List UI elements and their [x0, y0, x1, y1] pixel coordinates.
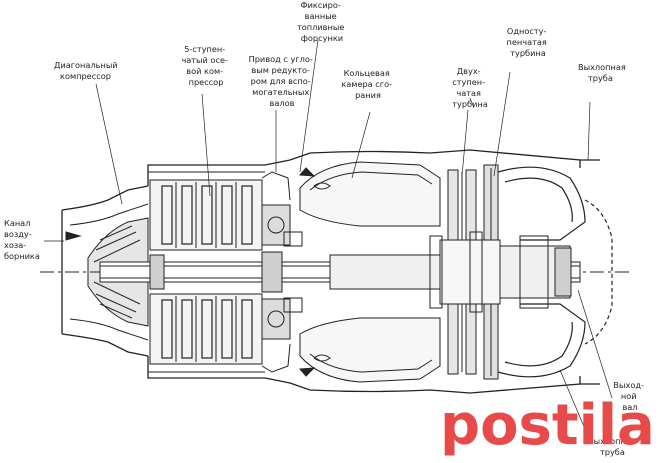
label-output-shaft: Выход- ной вал — [613, 380, 646, 412]
leader-lines — [44, 39, 613, 437]
label-fuel-nozzles: Фиксиро- ванные топливные форсунки — [297, 0, 347, 43]
watermark-text: postila.ru — [440, 393, 660, 458]
outer-casing-lower — [147, 356, 581, 394]
intake-inner-lower — [69, 318, 149, 341]
label-angular-gearbox: Привод с угло- вым редукто- ром для вспо… — [249, 54, 316, 108]
label-exhaust-pipe-bottom: Выхлопная труба — [588, 436, 638, 457]
intake-inner-upper — [69, 203, 149, 226]
intake-bellmouth-upper — [61, 185, 149, 211]
labels: Канал возду- хоза- борника Диагональный … — [4, 0, 646, 457]
single-stage-turbine — [483, 164, 499, 380]
two-stage-turbine — [447, 169, 477, 375]
angular-gearbox — [261, 171, 303, 373]
intake-bellmouth-lower — [61, 333, 149, 357]
label-exhaust-pipe-top: Выхлопная труба — [578, 62, 628, 83]
label-annular-combustor: Кольцевая камера сго- рания — [341, 68, 394, 100]
exhaust-duct — [497, 159, 613, 385]
label-single-stage-turbine: Односту- пенчатая турбина — [507, 26, 550, 58]
bearing-details — [149, 247, 572, 297]
label-axial-compressor: 5-ступен- чатый осе- вой ком- прессор — [181, 44, 230, 87]
label-intake-channel: Канал возду- хоза- борника — [4, 218, 40, 261]
intake-arrow — [65, 231, 82, 241]
label-two-stage-turbine: Двух- ступен- чатая турбина — [452, 66, 488, 109]
engine-cross-section — [40, 39, 630, 437]
label-diagonal-compressor: Диагональный компрессор — [54, 60, 120, 81]
main-shaft — [40, 231, 630, 313]
annular-combustor — [298, 161, 441, 383]
axial-compressor — [149, 179, 263, 365]
